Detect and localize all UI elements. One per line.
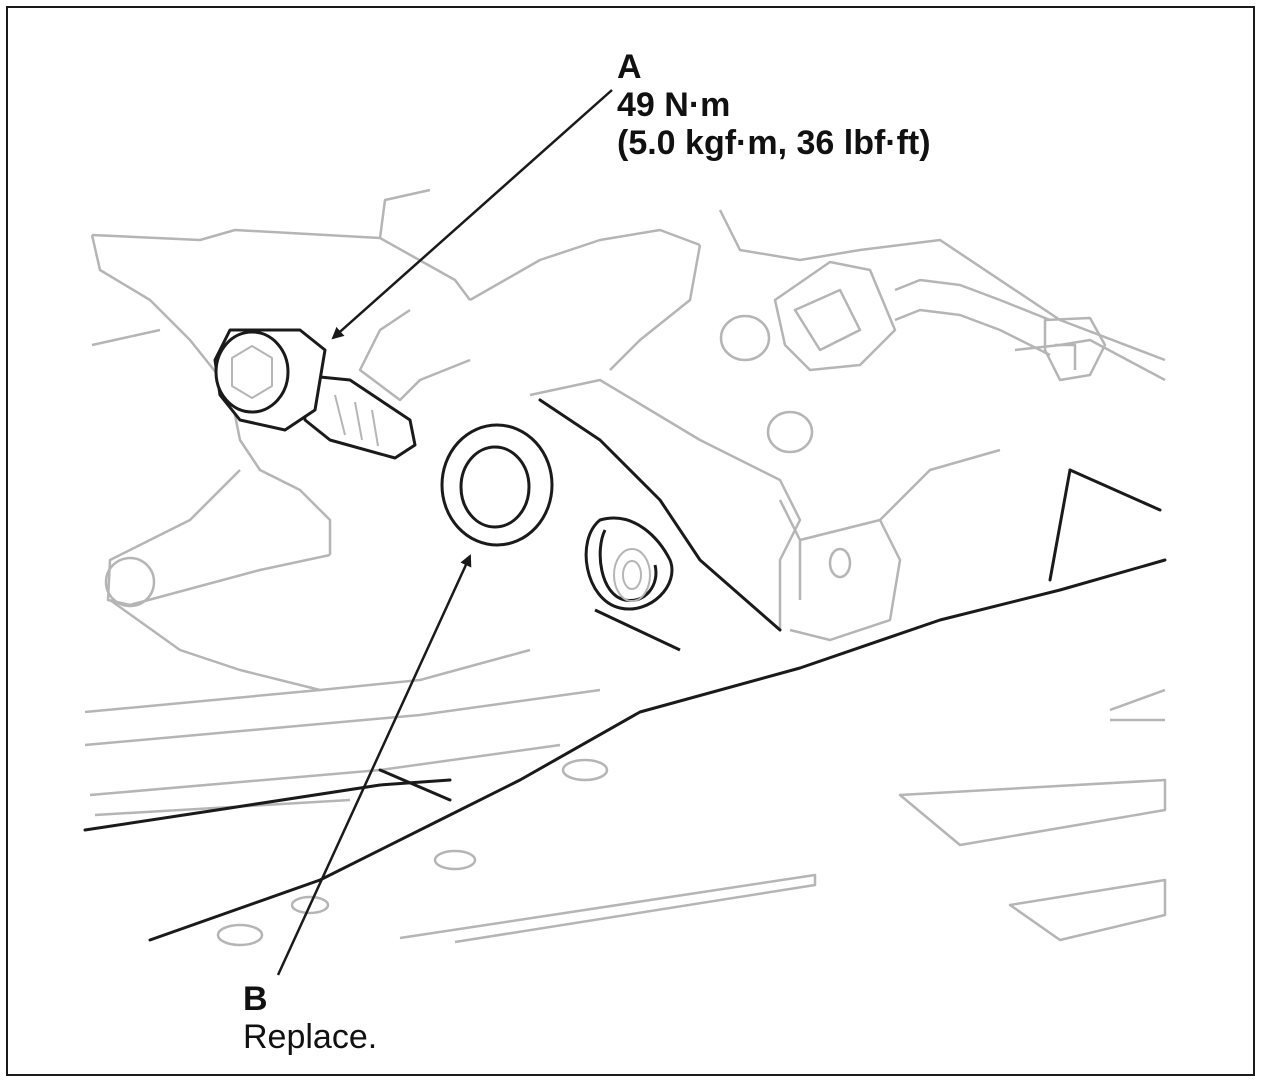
sealing-washer (440, 423, 554, 547)
mounting-holes (104, 314, 852, 947)
flange-bolt (213, 328, 417, 460)
callout-a-leader (331, 89, 613, 340)
housing-edges-dark (83, 398, 1167, 942)
callout-b-leader (276, 554, 472, 976)
callout-b: B Replace. (243, 980, 377, 1056)
callout-a-letter: A (617, 48, 642, 86)
callout-b-note: Replace. (243, 1018, 378, 1057)
callout-a-torque: 49 N·m (617, 86, 731, 125)
callout-b-letter: B (243, 980, 268, 1018)
bracket (529, 378, 902, 642)
callout-a: A 49 N·m (5.0 kgf·m, 36 lbf·ft) (617, 48, 931, 162)
boss-fitting (584, 516, 681, 652)
callout-a-torque-alt: (5.0 kgf·m, 36 lbf·ft) (617, 124, 931, 163)
diagram-frame (6, 6, 1255, 1076)
harness-connector (773, 260, 1107, 382)
